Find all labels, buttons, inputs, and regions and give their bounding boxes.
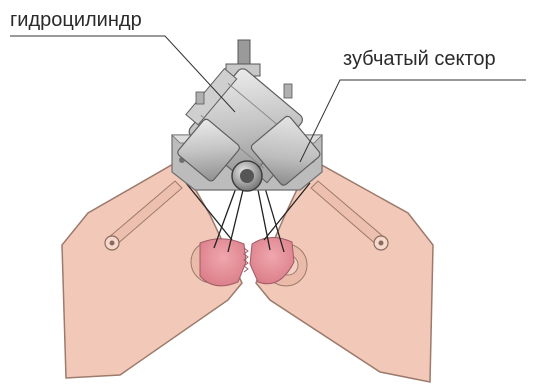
toothed-sector-label: зубчатый сектор [343,49,496,69]
toothed-sectors [200,237,294,285]
hydrocylinder-label: гидроцилиндр [10,10,142,30]
hydraulic-cylinder [176,40,321,193]
